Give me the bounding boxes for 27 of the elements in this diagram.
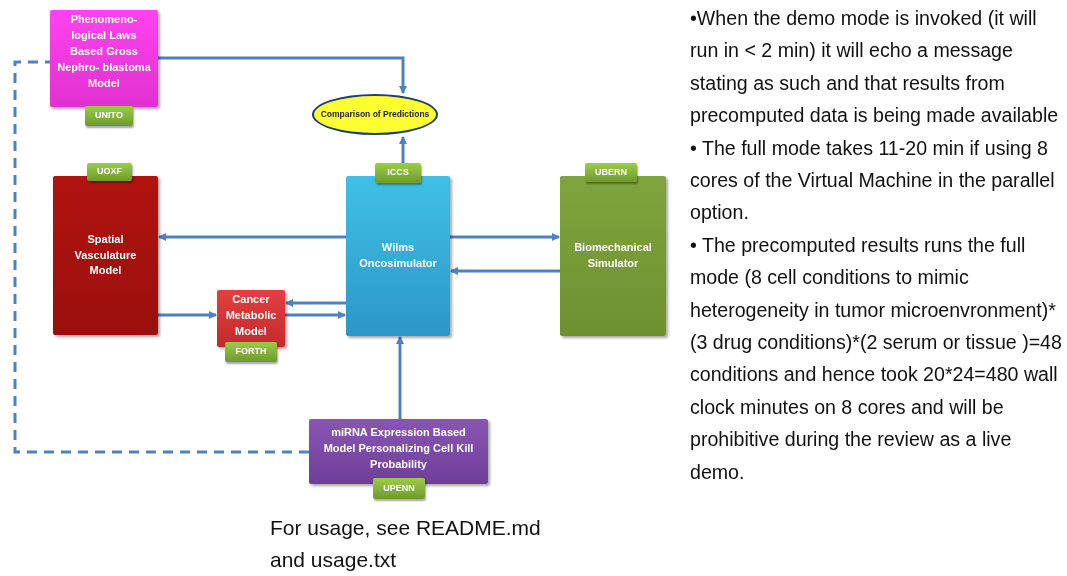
- simulator-box: Wilms Oncosimulator: [346, 176, 450, 336]
- institution-tag: UOXF: [87, 163, 132, 181]
- arrow: [450, 233, 560, 241]
- arrow: [285, 311, 346, 319]
- comparison-ellipse: Comparison of Predictions: [312, 94, 438, 135]
- usage-note: For usage, see README.md and usage.txt: [270, 515, 542, 573]
- bullet-note: • The full mode takes 11-20 min if using 8 cores of the Virtual Machine in the parallel option.: [690, 135, 1056, 226]
- institution-tag: UPENN: [373, 478, 425, 499]
- arrow: [158, 56, 407, 94]
- model-box: Cancer Metabolic Model: [217, 290, 285, 347]
- institution-tag: UNITO: [85, 106, 133, 126]
- arrow: [450, 267, 560, 275]
- arrow: [158, 311, 217, 319]
- bullet-note: • The precomputed results runs the full mode (8 cell conditions to mimic heterogeneity in tumor microenvronment)*(3 drug conditions)*(2 serum or tissue )=48 conditions and hence took 20*24=480 wall clock minutes on 8 cores and will be prohibitive during the review as a live demo.: [690, 232, 1062, 485]
- dashed-connector: [13, 60, 309, 454]
- institution-tag: ICCS: [375, 163, 421, 183]
- arrow: [158, 233, 346, 241]
- arrow: [396, 336, 404, 419]
- arrow: [399, 136, 407, 163]
- institution-tag: FORTH: [225, 342, 277, 362]
- simulator-box: Biomechanical Simulator: [560, 176, 666, 336]
- model-box: Spatial Vasculature Model: [53, 176, 158, 335]
- arrow: [285, 299, 346, 307]
- institution-tag: UBERN: [585, 163, 637, 182]
- model-box: Phenomeno- logical Laws Based Gross Nephro- blastoma Model: [50, 10, 158, 107]
- model-box: miRNA Expression Based Model Personalizing Cell Kill Probability: [309, 419, 488, 484]
- bullet-note: •When the demo mode is invoked (it will run in < 2 min) it will echo a message stating as such and that results from precomputed data is being made available: [690, 6, 1060, 129]
